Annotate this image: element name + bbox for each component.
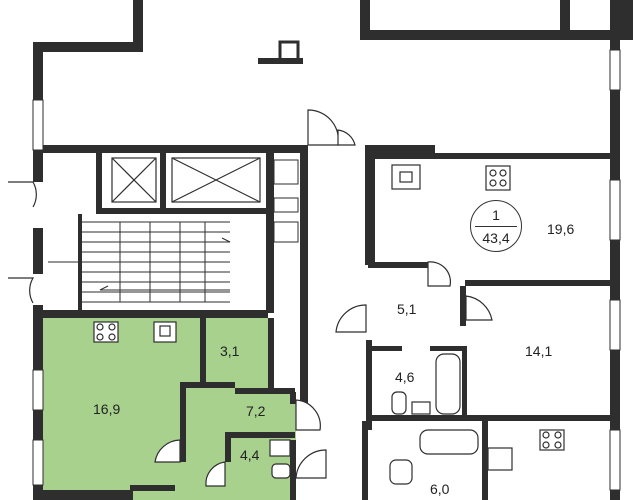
staircase [48,221,231,303]
shafts [273,159,299,243]
windows [32,49,621,491]
room-area-label: 14,1 [525,343,553,359]
highlighted-apartment[interactable] [40,318,296,500]
room-area-label: 5,1 [397,301,417,317]
room-area-label: 19,6 [547,221,575,237]
room-area-label: 3,1 [220,343,240,359]
elevators [111,157,261,203]
room-area-label: 7,2 [246,403,266,419]
badge-divider [475,226,517,227]
apartment-number: 1 [492,207,500,223]
room-area-label: 16,9 [93,401,121,417]
apartment-badge[interactable]: 1 43,4 [470,200,522,252]
apartment-total-area: 43,4 [482,230,510,246]
room-area-label: 4,6 [395,369,415,385]
fixtures [93,164,565,485]
walls [33,0,633,500]
doors [8,109,493,487]
room-area-label: 6,0 [430,481,450,497]
room-area-label: 4,4 [240,447,260,463]
